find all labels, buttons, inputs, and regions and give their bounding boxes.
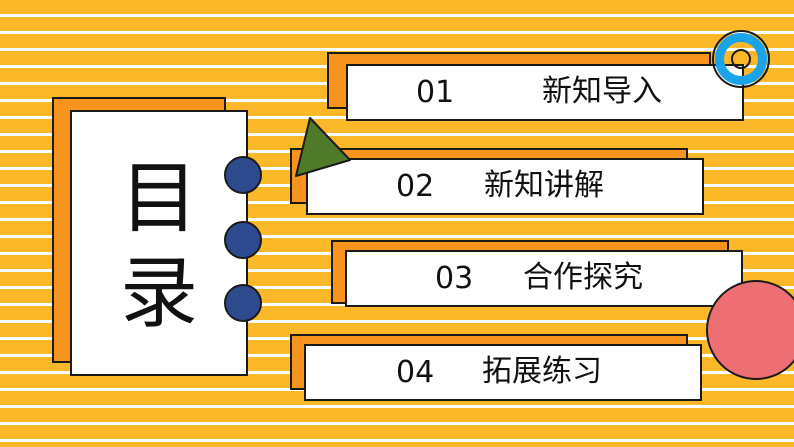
binder-ring-2 [224,221,262,259]
menu-item-3-label: 合作探究 [523,260,643,295]
title-card: 目 录 [70,110,248,376]
menu-item-2-number: 02 [396,169,435,204]
menu-item-1[interactable]: 01 新知导入 [346,64,744,121]
blue-ring-inner-outline [731,49,751,69]
blue-ring-outer-outline [712,30,770,88]
red-circle-icon [706,280,794,380]
menu-item-4[interactable]: 04 拓展练习 [304,344,702,401]
binder-ring-3 [224,284,262,322]
menu-item-1-number: 01 [416,75,455,110]
binder-ring-1 [224,156,262,194]
menu-item-2-label: 新知讲解 [484,168,604,203]
title-char-2: 录 [119,249,198,339]
menu-item-1-label: 新知导入 [542,74,662,109]
menu-item-4-label: 拓展练习 [482,354,602,389]
menu-item-4-number: 04 [396,355,435,390]
title-char-1: 目 [119,154,198,244]
menu-item-3[interactable]: 03 合作探究 [345,250,743,307]
menu-item-3-number: 03 [435,261,474,296]
blue-ring-icon [715,33,767,85]
menu-item-2[interactable]: 02 新知讲解 [306,158,704,215]
